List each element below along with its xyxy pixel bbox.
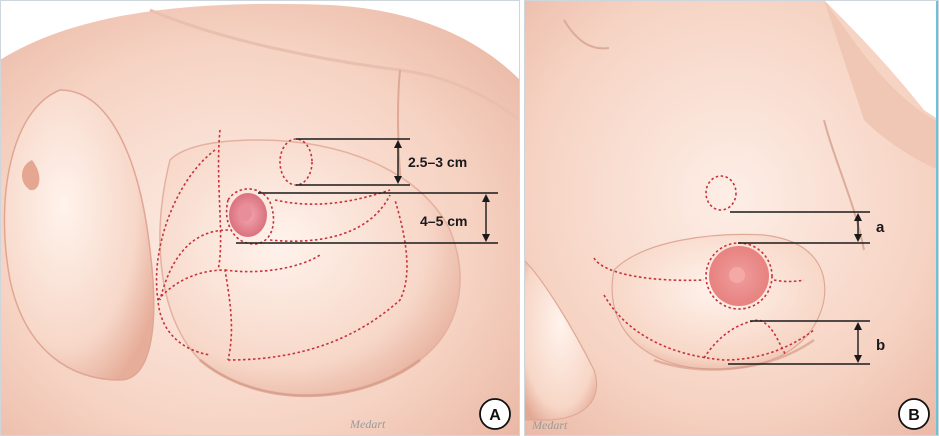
- nipple: [729, 267, 745, 283]
- panel-letter: A: [489, 407, 501, 424]
- signature: Medart: [531, 418, 568, 432]
- nipple: [238, 205, 252, 221]
- measure-upper-label: 2.5–3 cm: [408, 154, 467, 170]
- measure-a-label: a: [876, 219, 885, 236]
- measure-lower-label: 4–5 cm: [420, 213, 467, 229]
- panel-b: a b Medart B: [524, 0, 939, 436]
- panel-a: 2.5–3 cm 4–5 cm Medart A: [0, 0, 520, 436]
- signature: Medart: [349, 417, 386, 431]
- panel-b-illustration: a b Medart B: [524, 0, 939, 436]
- panel-a-illustration: 2.5–3 cm 4–5 cm Medart A: [0, 0, 520, 436]
- measure-b-label: b: [876, 337, 885, 354]
- panel-letter: B: [908, 407, 920, 424]
